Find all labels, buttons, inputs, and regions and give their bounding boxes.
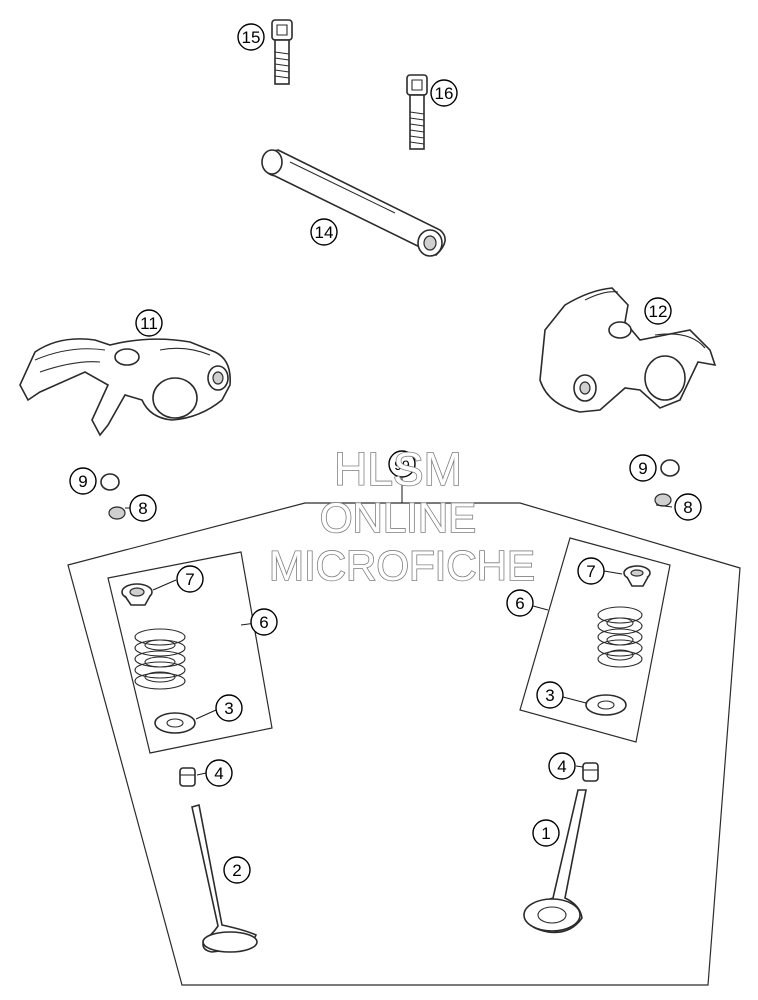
svg-text:9: 9	[638, 459, 647, 478]
svg-text:ONLINE: ONLINE	[320, 494, 476, 541]
svg-text:8: 8	[138, 499, 147, 518]
spring-retainer-7-right-part[interactable]	[623, 565, 651, 587]
svg-text:6: 6	[259, 613, 268, 632]
callout-8-left[interactable]: 8	[129, 494, 157, 522]
spring-set-box-right	[519, 537, 671, 743]
callout-99[interactable]: 99	[388, 450, 416, 478]
rocker-arm-12-part[interactable]	[539, 287, 717, 413]
callout-3-left[interactable]: 3	[215, 694, 243, 722]
valve-shim-9-left-part[interactable]	[100, 473, 120, 491]
valve-stem-seal-4-right-part[interactable]	[582, 762, 599, 782]
callout-1[interactable]: 1	[532, 819, 560, 847]
rocker-shaft-14-part[interactable]	[261, 149, 446, 257]
callout-9-left[interactable]: 9	[69, 467, 97, 495]
spring-retainer-7-left-part[interactable]	[121, 583, 153, 606]
svg-text:16: 16	[435, 84, 454, 103]
svg-text:7: 7	[586, 562, 595, 581]
callout-4-right[interactable]: 4	[548, 752, 576, 780]
callout-12[interactable]: 12	[644, 297, 672, 325]
svg-text:99: 99	[394, 457, 410, 473]
callout-6-right[interactable]: 6	[506, 589, 534, 617]
valve-1-part[interactable]	[523, 789, 587, 934]
svg-text:9: 9	[78, 472, 87, 491]
callout-16[interactable]: 16	[430, 79, 458, 107]
valve-shim-9-right-part[interactable]	[660, 459, 680, 477]
svg-text:3: 3	[545, 686, 554, 705]
callout-7-left[interactable]: 7	[176, 565, 204, 593]
valve-cotter-8-left-part[interactable]	[108, 506, 126, 520]
callout-8-right[interactable]: 8	[674, 493, 702, 521]
svg-text:11: 11	[140, 314, 158, 333]
kit-boundary-outline	[67, 502, 741, 986]
valve-2-part[interactable]	[191, 803, 258, 953]
svg-text:4: 4	[214, 764, 223, 783]
svg-text:2: 2	[232, 861, 241, 880]
svg-text:1: 1	[541, 824, 550, 843]
callout-15[interactable]: 15	[237, 23, 265, 51]
svg-text:6: 6	[515, 594, 524, 613]
callout-4-left[interactable]: 4	[205, 759, 233, 787]
rocker-arm-11-part[interactable]	[19, 338, 232, 437]
bolt-16-part[interactable]	[406, 74, 428, 150]
valve-stem-seal-4-left-part[interactable]	[179, 767, 196, 787]
callout-11[interactable]: 11	[135, 309, 163, 337]
callout-6-left[interactable]: 6	[250, 608, 278, 636]
callout-3-right[interactable]: 3	[536, 681, 564, 709]
svg-text:MICROFICHE: MICROFICHE	[269, 542, 535, 589]
svg-text:15: 15	[242, 28, 261, 47]
callout-2[interactable]: 2	[223, 856, 251, 884]
valve-spring-right-part[interactable]	[597, 606, 643, 668]
svg-text:3: 3	[224, 699, 233, 718]
svg-text:7: 7	[185, 570, 194, 589]
valve-cotter-8-right-part[interactable]	[654, 493, 672, 507]
valve-spring-left-part[interactable]	[134, 628, 186, 690]
spring-seat-3-right-part[interactable]	[585, 694, 627, 716]
bolt-15-part[interactable]	[271, 19, 293, 85]
callout-9-right[interactable]: 9	[629, 454, 657, 482]
svg-text:HLSM: HLSM	[334, 443, 462, 495]
svg-text:4: 4	[557, 757, 566, 776]
callout-14[interactable]: 14	[310, 218, 338, 246]
callout-7-right[interactable]: 7	[577, 557, 605, 585]
spring-seat-3-left-part[interactable]	[154, 712, 196, 734]
spring-set-box-left	[107, 551, 273, 754]
svg-text:14: 14	[315, 223, 334, 242]
svg-text:8: 8	[683, 498, 692, 517]
svg-text:12: 12	[649, 302, 668, 321]
watermark: HLSM ONLINE MICROFICHE	[268, 442, 536, 590]
